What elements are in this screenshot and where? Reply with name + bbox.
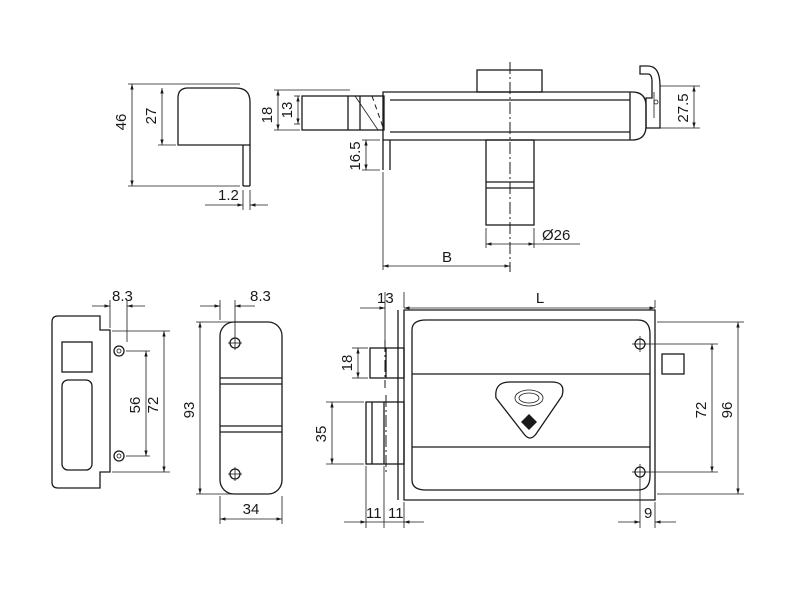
dim-18-top: 18 bbox=[259, 107, 276, 124]
dim-18-front: 18 bbox=[339, 355, 356, 372]
dim-35: 35 bbox=[313, 426, 330, 443]
dim-27-5: 27.5 bbox=[675, 93, 692, 122]
dim-13-front: 13 bbox=[377, 290, 394, 307]
dim-56: 56 bbox=[127, 397, 144, 414]
strike-side-view: 8.3 93 34 bbox=[181, 288, 283, 524]
dim-46: 46 bbox=[113, 114, 130, 131]
dim-8-3-side: 8.3 bbox=[250, 288, 271, 305]
strike-plate-front: 8.3 56 72 bbox=[51, 288, 170, 489]
dim-16-5: 16.5 bbox=[347, 141, 364, 170]
dim-11-a: 11 bbox=[366, 505, 382, 522]
dim-72-strike: 72 bbox=[145, 397, 162, 414]
dim-9: 9 bbox=[644, 505, 652, 522]
screw-top-right-icon bbox=[632, 336, 648, 352]
brand-shield-icon bbox=[495, 381, 564, 439]
dim-93: 93 bbox=[181, 402, 198, 419]
dim-B: B bbox=[442, 249, 452, 266]
strike-side-profile: 46 27 1.2 bbox=[113, 83, 268, 210]
dim-diameter-26: Ø26 bbox=[542, 227, 570, 244]
dim-L: L bbox=[536, 290, 544, 307]
dim-8-3-strike: 8.3 bbox=[112, 288, 133, 305]
dim-1-2: 1.2 bbox=[218, 187, 239, 204]
screw-bottom-right-icon bbox=[632, 464, 648, 480]
dim-27: 27 bbox=[143, 108, 160, 125]
dim-13-top: 13 bbox=[279, 102, 296, 119]
dim-72-front: 72 bbox=[693, 402, 710, 419]
dim-34: 34 bbox=[243, 501, 260, 518]
lock-top-view: 18 13 16.5 27.5 B Ø26 bbox=[259, 62, 700, 272]
dim-96: 96 bbox=[719, 402, 736, 419]
dim-11-b: 11 bbox=[388, 505, 404, 522]
lock-front-view: 13 L 18 35 11 11 72 96 bbox=[313, 290, 744, 528]
